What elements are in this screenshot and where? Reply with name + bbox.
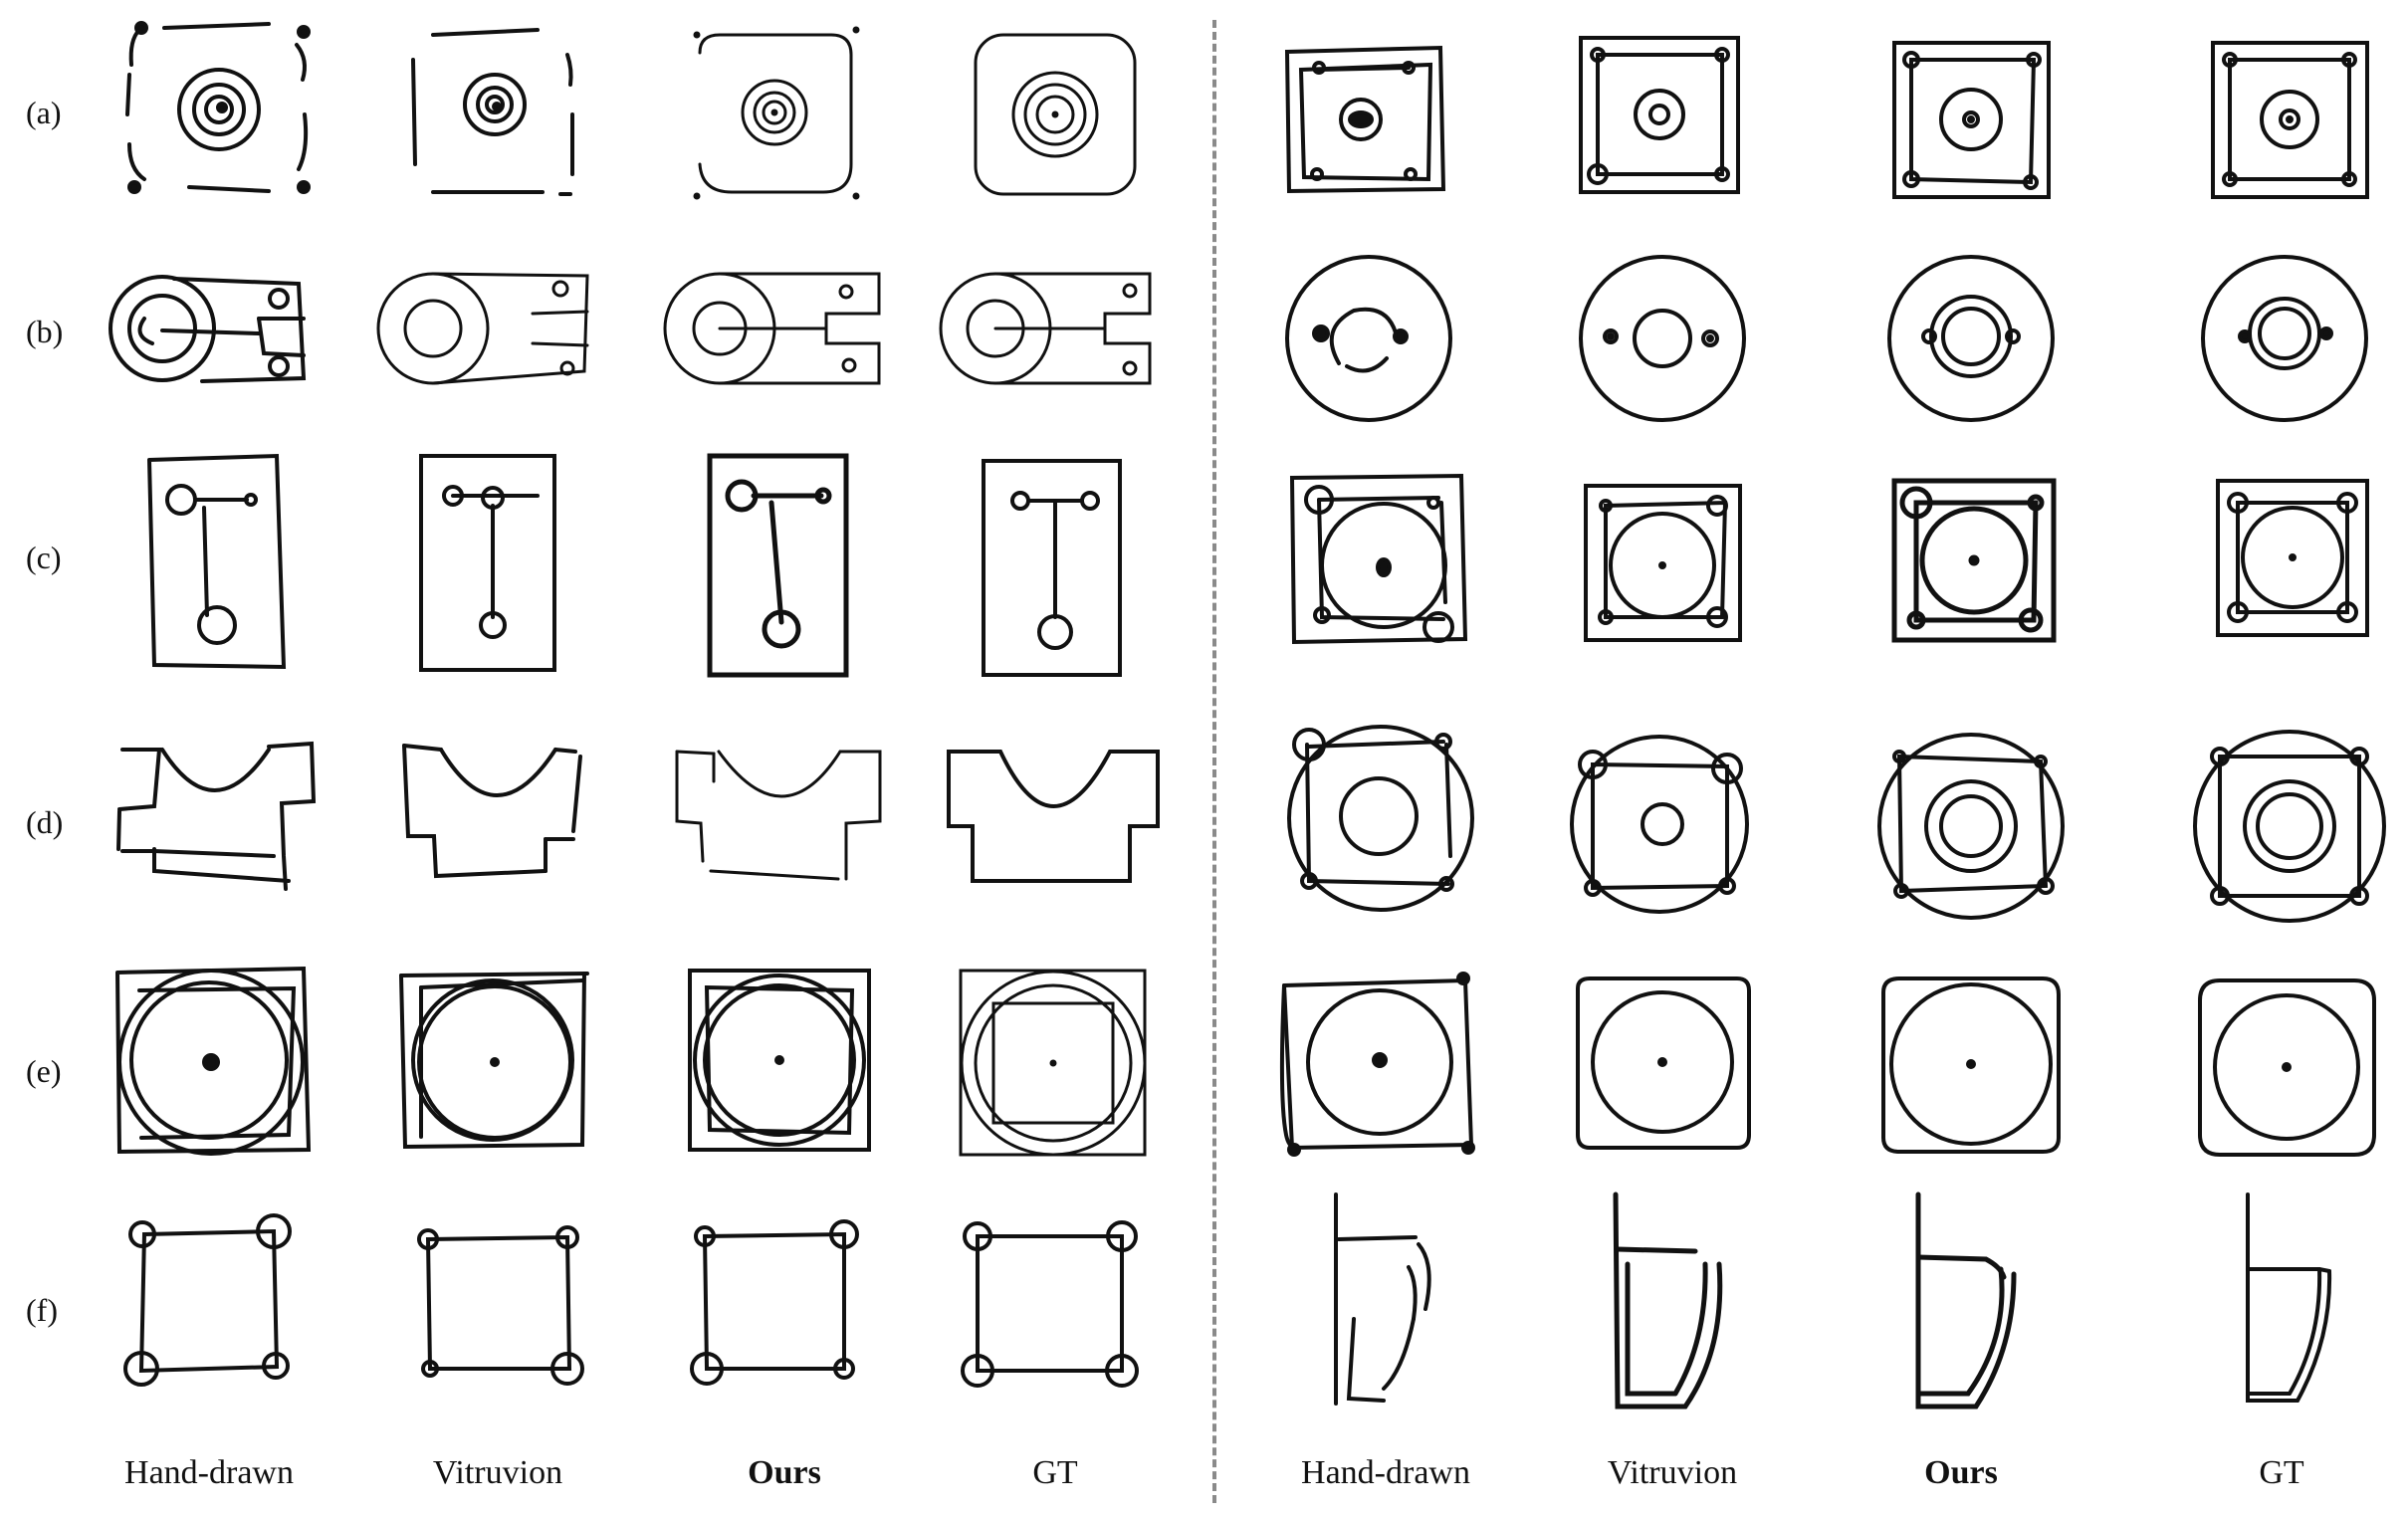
sketch-r3-ours bbox=[1886, 473, 2061, 647]
col-label-gt-left: GT bbox=[1032, 1454, 1078, 1491]
sketch-c-vitruvion bbox=[413, 448, 562, 677]
col-label-hand-drawn-right: Hand-drawn bbox=[1301, 1454, 1470, 1491]
row-label-c: (c) bbox=[26, 540, 62, 575]
sketch-r1-vitruvion bbox=[1573, 30, 1747, 199]
sketch-d-hand-drawn bbox=[114, 732, 317, 891]
sketch-r1-ours bbox=[1886, 35, 2056, 204]
row-label-a: (a) bbox=[26, 95, 62, 130]
sketch-c-gt bbox=[976, 453, 1130, 682]
sketch-r5-gt bbox=[2190, 971, 2384, 1165]
sketch-a-gt bbox=[971, 30, 1140, 199]
sketch-c-ours bbox=[702, 448, 856, 682]
sketch-r1-hand-drawn bbox=[1279, 40, 1448, 199]
col-label-vitruvion-left: Vitruvion bbox=[432, 1454, 563, 1491]
col-label-vitruvion-right: Vitruvion bbox=[1607, 1454, 1738, 1491]
sketch-f-gt bbox=[958, 1214, 1142, 1394]
sketch-r4-hand-drawn bbox=[1279, 717, 1478, 916]
sketch-e-gt bbox=[956, 966, 1150, 1160]
sketch-e-ours bbox=[685, 966, 874, 1155]
sketch-b-hand-drawn bbox=[105, 264, 314, 393]
sketch-b-vitruvion bbox=[373, 264, 602, 393]
sketch-f-ours bbox=[685, 1214, 864, 1389]
sketch-f-hand-drawn bbox=[119, 1209, 304, 1389]
sketch-r5-vitruvion bbox=[1568, 971, 1757, 1155]
sketch-r4-ours bbox=[1871, 732, 2076, 926]
sketch-r2-hand-drawn bbox=[1279, 249, 1458, 428]
sketch-r1-gt bbox=[2205, 35, 2374, 204]
dashed-divider bbox=[1212, 20, 1216, 1503]
sketch-r3-hand-drawn bbox=[1284, 468, 1468, 647]
sketch-r6-hand-drawn bbox=[1314, 1190, 1453, 1413]
sketch-r6-gt bbox=[2220, 1190, 2359, 1413]
sketch-r2-vitruvion bbox=[1573, 249, 1752, 428]
row-label-d: (d) bbox=[26, 804, 64, 840]
sketch-c-hand-drawn bbox=[139, 448, 289, 672]
sketch-r4-vitruvion bbox=[1568, 727, 1752, 916]
sketch-r4-gt bbox=[2185, 727, 2394, 926]
sketch-a-hand-drawn bbox=[119, 20, 319, 199]
sketch-b-ours bbox=[662, 264, 891, 393]
sketch-r5-ours bbox=[1871, 971, 2071, 1160]
col-label-ours-left: Ours bbox=[748, 1454, 821, 1491]
sketch-f-vitruvion bbox=[408, 1219, 587, 1394]
sketch-d-gt bbox=[941, 732, 1165, 891]
sketch-r6-vitruvion bbox=[1598, 1190, 1737, 1413]
sketch-d-ours bbox=[669, 732, 888, 891]
row-label-e: (e) bbox=[26, 1053, 62, 1089]
sketch-r3-vitruvion bbox=[1578, 478, 1747, 647]
sketch-a-vitruvion bbox=[403, 25, 582, 199]
sketch-r2-gt bbox=[2195, 249, 2374, 428]
row-label-f: (f) bbox=[26, 1292, 58, 1328]
col-label-hand-drawn-left: Hand-drawn bbox=[124, 1454, 294, 1491]
sketch-b-gt bbox=[936, 264, 1165, 393]
sketch-e-vitruvion bbox=[393, 966, 592, 1155]
sketch-r6-ours bbox=[1896, 1190, 2036, 1413]
sketch-d-vitruvion bbox=[396, 732, 585, 886]
col-label-ours-right: Ours bbox=[1924, 1454, 1998, 1491]
sketch-r2-ours bbox=[1881, 249, 2061, 428]
sketch-r5-hand-drawn bbox=[1274, 971, 1478, 1157]
row-label-b: (b) bbox=[26, 314, 64, 349]
sketch-r3-gt bbox=[2210, 473, 2374, 642]
col-label-gt-right: GT bbox=[2259, 1454, 2304, 1491]
sketch-e-hand-drawn bbox=[109, 961, 314, 1160]
sketch-a-ours bbox=[692, 25, 861, 200]
